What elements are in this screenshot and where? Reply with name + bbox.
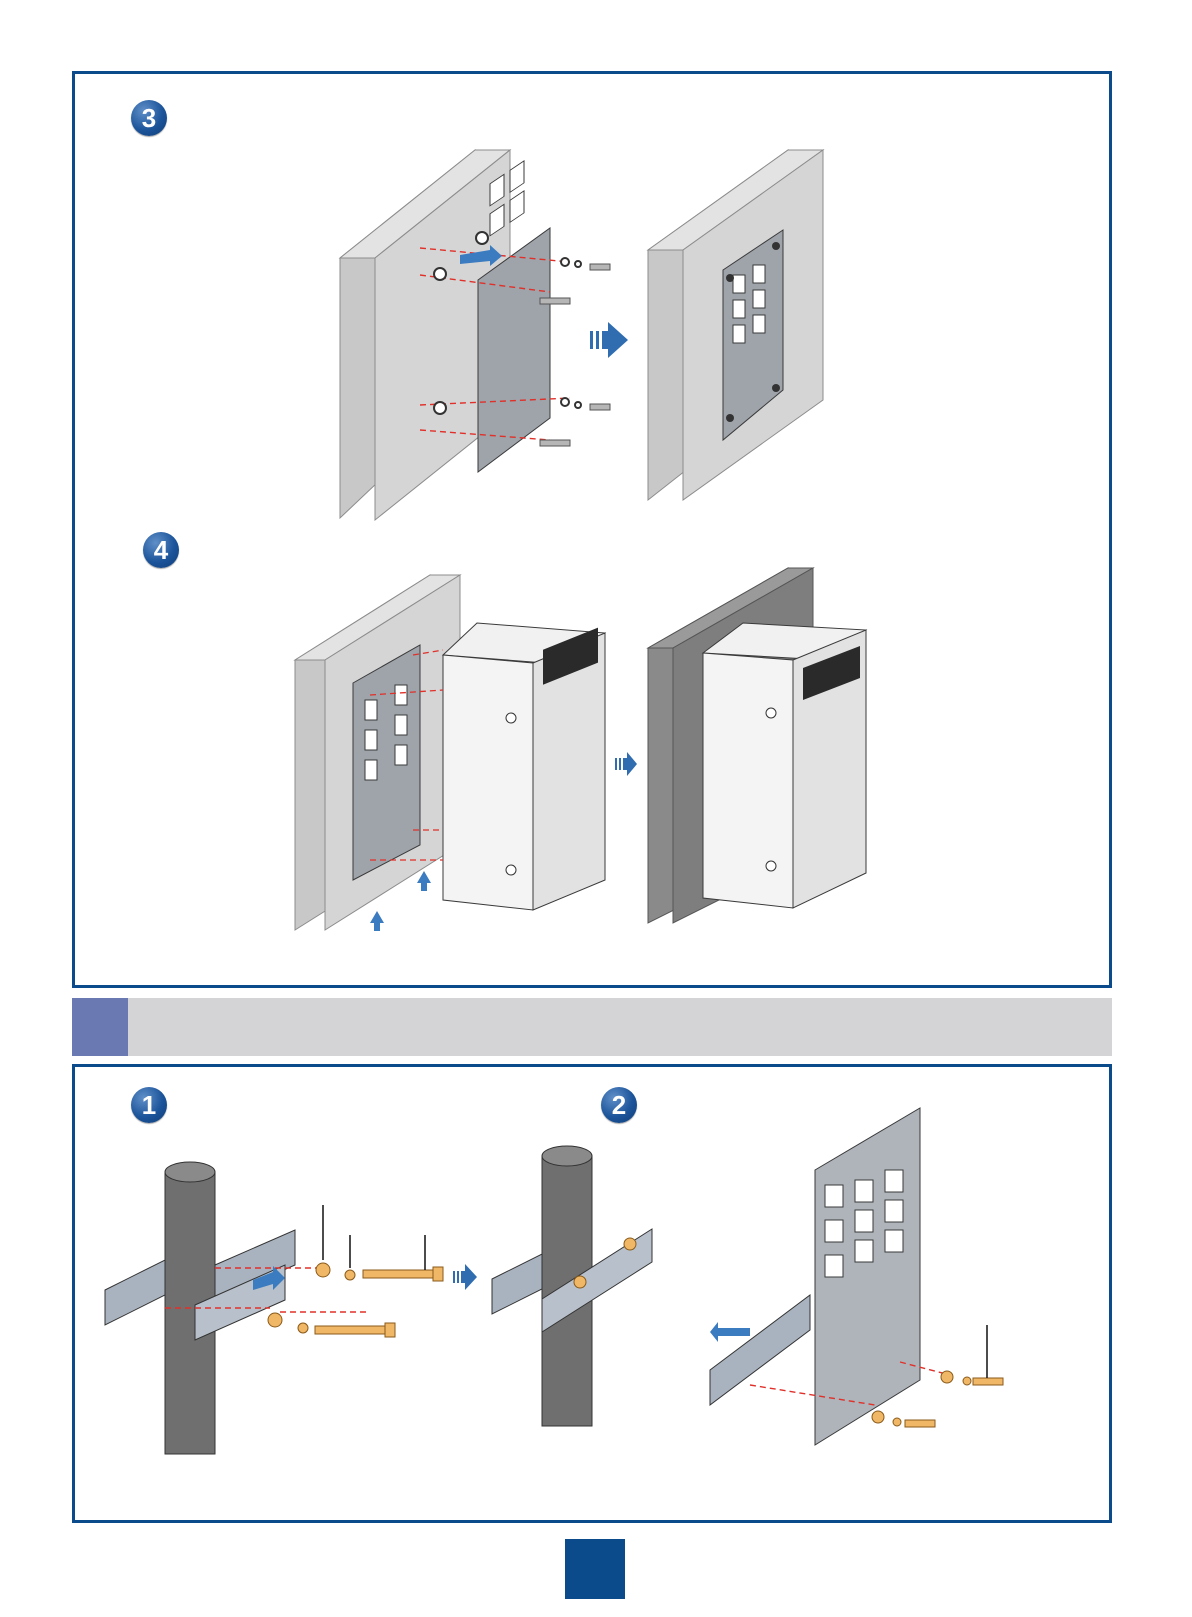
step1-result-illustration (492, 1144, 657, 1429)
step4-wall-illustration (295, 575, 615, 935)
section-banner (72, 998, 1112, 1056)
step4-result-illustration (648, 568, 873, 928)
step1-right-arrow-icon (453, 1264, 477, 1290)
step-2-badge: 2 (601, 1087, 637, 1123)
step-4-badge: 4 (143, 532, 179, 568)
step3-wall-illustration (340, 150, 630, 520)
step1-pole-clamp-illustration (105, 1160, 455, 1460)
page-number-tab (565, 1539, 625, 1599)
step3-right-arrow-icon (590, 322, 630, 358)
step2-plate-clamp-illustration (710, 1100, 1010, 1445)
step-1-badge: 1 (131, 1087, 167, 1123)
section-banner-tab (72, 998, 128, 1056)
step-3-badge: 3 (131, 100, 167, 136)
step4-right-arrow-icon (615, 752, 637, 776)
step3-result-illustration (648, 150, 828, 500)
